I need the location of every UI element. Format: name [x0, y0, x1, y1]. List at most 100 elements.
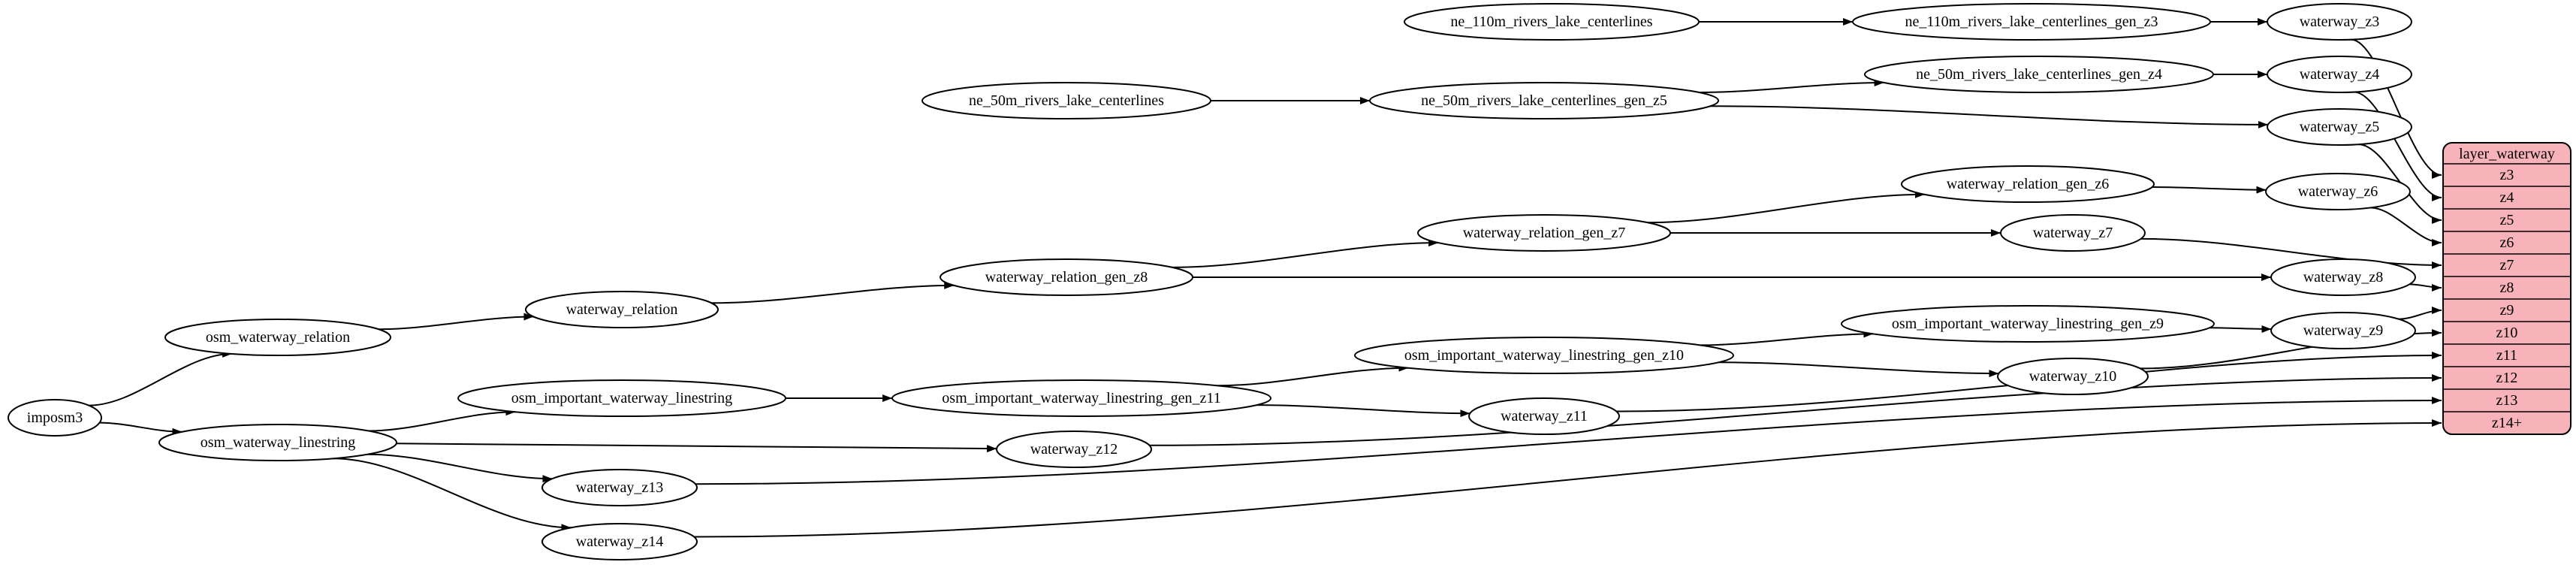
node-waterway_z14: waterway_z14	[541, 523, 698, 560]
edge-osm_important_waterway_linestring_gen_z9-to-waterway_z9	[2210, 325, 2272, 333]
record-row-z12: z12	[2496, 370, 2518, 386]
record-row-z10: z10	[2496, 325, 2518, 341]
node-label-ne_110m_rivers_lake_centerlines_gen_z3: ne_110m_rivers_lake_centerlines_gen_z3	[1905, 14, 2158, 30]
node-label-waterway_z11: waterway_z11	[1501, 408, 1588, 425]
node-waterway_relation_gen_z8: waterway_relation_gen_z8	[940, 258, 1193, 296]
record-row-z6: z6	[2500, 234, 2514, 251]
edge-waterway_z9-to-layer_waterway-z9	[2399, 307, 2442, 320]
edge-osm_waterway_relation-to-waterway_relation	[378, 313, 534, 331]
node-ellipse-osm_important_waterway_linestring_gen_z11	[891, 379, 1271, 417]
edge-waterway_z7-to-layer_waterway-z7	[2140, 237, 2442, 269]
node-label-waterway_z7: waterway_z7	[2033, 225, 2113, 241]
node-label-waterway_z9: waterway_z9	[2303, 322, 2384, 339]
node-ellipse-waterway_z12	[996, 431, 1152, 468]
edge-waterway_z13-to-layer_waterway-z13	[695, 397, 2442, 485]
edge-waterway_z12-to-layer_waterway-z12	[1149, 374, 2442, 446]
node-ne_50m_rivers_lake_centerlines: ne_50m_rivers_lake_centerlines	[922, 82, 1211, 119]
node-label-waterway_relation_gen_z6: waterway_relation_gen_z6	[1947, 176, 2110, 192]
node-ne_110m_rivers_lake_centerlines_gen_z3: ne_110m_rivers_lake_centerlines_gen_z3	[1852, 3, 2211, 41]
edge-osm_waterway_linestring-to-waterway_z14	[333, 458, 572, 532]
node-waterway_z10: waterway_z10	[1997, 358, 2149, 395]
record-row-z3: z3	[2500, 167, 2514, 183]
node-waterway_relation_gen_z6: waterway_relation_gen_z6	[1901, 165, 2155, 203]
edge-osm_waterway_linestring-to-waterway_z13	[367, 453, 553, 483]
node-ellipse-osm_important_waterway_linestring_gen_z9	[1841, 305, 2215, 343]
node-ellipse-waterway_z5	[2267, 108, 2412, 146]
node-label-waterway_z6: waterway_z6	[2298, 183, 2378, 200]
node-ellipse-osm_waterway_relation	[164, 319, 391, 356]
node-osm_waterway_relation: osm_waterway_relation	[164, 319, 391, 356]
edge-waterway_relation_gen_z8-to-waterway_relation_gen_z7	[1172, 239, 1439, 268]
node-ellipse-osm_important_waterway_linestring_gen_z10	[1354, 337, 1734, 374]
node-ellipse-waterway_z3	[2267, 3, 2412, 41]
edge-osm_important_waterway_linestring_gen_z10-to-waterway_z10	[1718, 361, 1999, 378]
node-label-ne_50m_rivers_lake_centerlines_gen_z4: ne_50m_rivers_lake_centerlines_gen_z4	[1916, 66, 2162, 83]
node-ellipse-waterway_z6	[2265, 173, 2411, 210]
node-ellipse-waterway_z14	[541, 523, 698, 560]
edge-waterway_relation_gen_z6-to-waterway_z6	[2152, 186, 2267, 194]
edge-waterway_z8-to-layer_waterway-z8	[2409, 283, 2442, 292]
node-waterway_z9: waterway_z9	[2270, 312, 2416, 349]
node-ellipse-waterway_relation_gen_z8	[940, 258, 1193, 296]
node-label-osm_waterway_relation: osm_waterway_relation	[206, 329, 350, 346]
node-label-ne_110m_rivers_lake_centerlines: ne_110m_rivers_lake_centerlines	[1450, 14, 1652, 30]
node-ellipse-waterway_relation	[525, 291, 719, 328]
node-ellipse-waterway_z11	[1468, 397, 1620, 435]
record-row-z13: z13	[2496, 392, 2518, 409]
node-ellipse-ne_110m_rivers_lake_centerlines_gen_z3	[1852, 3, 2211, 41]
node-label-ne_50m_rivers_lake_centerlines_gen_z5: ne_50m_rivers_lake_centerlines_gen_z5	[1421, 92, 1667, 109]
node-ne_50m_rivers_lake_centerlines_gen_z4: ne_50m_rivers_lake_centerlines_gen_z4	[1864, 56, 2214, 93]
node-ellipse-waterway_z7	[2000, 214, 2146, 252]
node-osm_important_waterway_linestring_gen_z11: osm_important_waterway_linestring_gen_z1…	[891, 379, 1271, 417]
edge-imposm3-to-osm_waterway_linestring	[99, 421, 182, 436]
node-waterway_relation_gen_z7: waterway_relation_gen_z7	[1417, 214, 1671, 252]
node-label-waterway_relation_gen_z7: waterway_relation_gen_z7	[1463, 225, 1626, 241]
node-imposm3: imposm3	[8, 399, 102, 437]
edge-osm_important_waterway_linestring_gen_z11-to-osm_important_waterway_linestring_gen_z10	[1217, 364, 1409, 387]
record-row-z8: z8	[2500, 279, 2514, 296]
record-title: layer_waterway	[2459, 146, 2555, 162]
node-label-waterway_z8: waterway_z8	[2303, 269, 2384, 286]
record-body	[2442, 142, 2571, 435]
node-waterway_z3: waterway_z3	[2267, 3, 2412, 41]
node-ellipse-ne_110m_rivers_lake_centerlines	[1404, 3, 1700, 41]
node-waterway_z4: waterway_z4	[2267, 56, 2412, 93]
node-label-waterway_z3: waterway_z3	[2300, 14, 2380, 30]
node-waterway_z13: waterway_z13	[541, 469, 698, 506]
node-ne_50m_rivers_lake_centerlines_gen_z5: ne_50m_rivers_lake_centerlines_gen_z5	[1369, 82, 1719, 119]
node-ellipse-waterway_z13	[541, 469, 698, 506]
node-label-osm_important_waterway_linestring_gen_z11: osm_important_waterway_linestring_gen_z1…	[942, 390, 1220, 406]
node-waterway_z5: waterway_z5	[2267, 108, 2412, 146]
edge-osm_important_waterway_linestring_gen_z11-to-waterway_z11	[1256, 404, 1470, 418]
record-layer_waterway: layer_waterwayz3z4z5z6z7z8z9z10z11z12z13…	[2442, 142, 2571, 435]
node-ellipse-waterway_z8	[2270, 258, 2416, 296]
node-ellipse-waterway_z9	[2270, 312, 2416, 349]
node-ne_110m_rivers_lake_centerlines: ne_110m_rivers_lake_centerlines	[1404, 3, 1700, 41]
node-ellipse-ne_50m_rivers_lake_centerlines	[922, 82, 1211, 119]
record-row-z11: z11	[2496, 347, 2517, 364]
node-label-waterway_relation: waterway_relation	[566, 301, 678, 318]
node-label-waterway_z14: waterway_z14	[576, 533, 664, 550]
node-ellipse-waterway_z4	[2267, 56, 2412, 93]
edge-osm_waterway_linestring-to-waterway_z12	[396, 443, 997, 453]
edge-waterway_z14-to-layer_waterway-z14+	[694, 419, 2442, 538]
node-label-osm_important_waterway_linestring_gen_z9: osm_important_waterway_linestring_gen_z9	[1892, 316, 2164, 332]
node-label-waterway_z13: waterway_z13	[576, 479, 664, 496]
node-label-osm_important_waterway_linestring_gen_z10: osm_important_waterway_linestring_gen_z1…	[1404, 347, 1684, 364]
node-osm_important_waterway_linestring_gen_z10: osm_important_waterway_linestring_gen_z1…	[1354, 337, 1734, 374]
node-osm_waterway_linestring: osm_waterway_linestring	[158, 424, 397, 461]
node-ellipse-waterway_relation_gen_z7	[1417, 214, 1671, 252]
record-row-z7: z7	[2500, 257, 2514, 273]
node-waterway_relation: waterway_relation	[525, 291, 719, 328]
node-label-waterway_z5: waterway_z5	[2300, 119, 2380, 135]
edge-waterway_z6-to-layer_waterway-z6	[2370, 207, 2442, 246]
node-label-waterway_z4: waterway_z4	[2300, 66, 2380, 83]
node-label-osm_important_waterway_linestring: osm_important_waterway_linestring	[511, 390, 732, 406]
record-row-z5: z5	[2500, 212, 2514, 228]
node-label-waterway_z12: waterway_z12	[1030, 441, 1118, 458]
edge-ne_50m_rivers_lake_centerlines_gen_z5-to-waterway_z5	[1709, 105, 2268, 128]
node-waterway_z7: waterway_z7	[2000, 214, 2146, 252]
edge-waterway_relation_gen_z7-to-waterway_relation_gen_z6	[1647, 190, 1925, 224]
